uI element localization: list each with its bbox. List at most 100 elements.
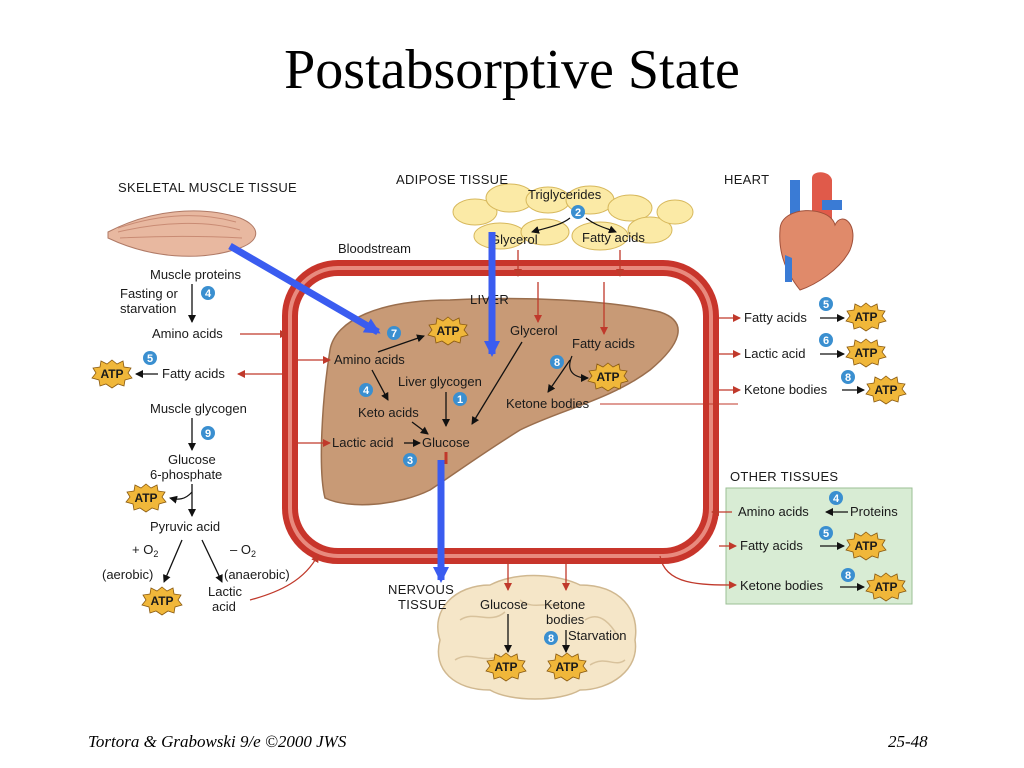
badge-5-muscle: 5 — [143, 351, 157, 365]
muscle-lactic-label-1: Lactic — [208, 584, 242, 599]
glucose6p-label-2: 6-phosphate — [150, 467, 222, 482]
aerobic-label: (aerobic) — [102, 567, 153, 582]
arrow-g6p-to-atp — [169, 491, 193, 504]
starvation-label: Starvation — [568, 628, 627, 643]
bloodstream-vessel-highlight — [288, 266, 713, 558]
muscle-proteins-label: Muscle proteins — [150, 267, 242, 282]
svg-text:4: 4 — [833, 493, 840, 505]
slide-title: Postabsorptive State — [284, 39, 740, 101]
adipose-fatty-acids-label: Fatty acids — [582, 230, 645, 245]
svg-text:1: 1 — [457, 394, 463, 406]
atp-liver-amino: ATP — [427, 316, 469, 346]
svg-text:8: 8 — [554, 357, 560, 369]
heart-header: HEART — [724, 172, 769, 187]
adipose-glycerol-label: Glycerol — [490, 232, 538, 247]
svg-text:ATP: ATP — [494, 660, 517, 674]
minus-o2-label: – O2 — [230, 542, 256, 559]
svg-text:5: 5 — [147, 353, 153, 365]
badge-8-other: 8 — [841, 568, 855, 582]
atp-liver-fatty: ATP — [587, 362, 629, 392]
liver-fatty-acids-label: Fatty acids — [572, 336, 635, 351]
atp-heart-ketone: ATP — [865, 375, 907, 405]
heart-fatty-acids-label: Fatty acids — [744, 310, 807, 325]
svg-text:ATP: ATP — [134, 491, 157, 505]
arrow-liver-amino-to-atp — [377, 334, 425, 353]
nervous-header-line1: NERVOUS — [388, 582, 454, 597]
other-fatty-acids-label: Fatty acids — [740, 538, 803, 553]
arrow-lactic-to-blood — [249, 554, 319, 601]
fasting-label-1: Fasting or — [120, 286, 178, 301]
other-ketone-bodies-label: Ketone bodies — [740, 578, 824, 593]
badge-1: 1 — [453, 392, 467, 406]
badge-2: 2 — [571, 205, 585, 219]
heart-illustration — [779, 172, 854, 291]
heart-lactic-acid-label: Lactic acid — [744, 346, 805, 361]
svg-text:ATP: ATP — [555, 660, 578, 674]
liver-glycogen-label: Liver glycogen — [398, 374, 482, 389]
svg-text:8: 8 — [548, 633, 554, 645]
arrow-amino-to-keto — [371, 369, 389, 401]
svg-text:9: 9 — [205, 428, 211, 440]
atp-other-ketone: ATP — [865, 572, 907, 602]
atp-other-fatty: ATP — [845, 531, 887, 561]
keto-acids-label: Keto acids — [358, 405, 419, 420]
svg-text:4: 4 — [205, 288, 212, 300]
svg-text:2: 2 — [575, 207, 581, 219]
muscle-glycogen-label: Muscle glycogen — [150, 401, 247, 416]
badge-8-heart: 8 — [841, 370, 855, 384]
pyruvic-acid-label: Pyruvic acid — [150, 519, 220, 534]
svg-text:ATP: ATP — [150, 594, 173, 608]
svg-text:ATP: ATP — [854, 539, 877, 553]
arrow-fatty-to-atp-liver — [569, 355, 589, 382]
svg-text:8: 8 — [845, 372, 851, 384]
nervous-ketone-label-1: Ketone — [544, 597, 585, 612]
svg-text:ATP: ATP — [874, 383, 897, 397]
muscle-fatty-acids-label: Fatty acids — [162, 366, 225, 381]
footer-slide-number: 25-48 — [888, 732, 928, 751]
liver-glycerol-label: Glycerol — [510, 323, 558, 338]
fasting-label-2: starvation — [120, 301, 176, 316]
badge-6-heart: 6 — [819, 333, 833, 347]
other-proteins-label: Proteins — [850, 504, 898, 519]
triglycerides-label: Triglycerides — [528, 187, 602, 202]
svg-text:5: 5 — [823, 528, 829, 540]
svg-text:ATP: ATP — [596, 370, 619, 384]
liver-amino-acids-label: Amino acids — [334, 352, 405, 367]
badge-7: 7 — [387, 326, 401, 340]
footer-citation: Tortora & Grabowski 9/e ©2000 JWS — [88, 732, 347, 751]
arrow-trig-to-glycerol — [531, 217, 571, 234]
svg-text:ATP: ATP — [874, 580, 897, 594]
anaerobic-label: (anaerobic) — [224, 567, 290, 582]
svg-text:3: 3 — [407, 455, 413, 467]
badge-9: 9 — [201, 426, 215, 440]
svg-text:8: 8 — [845, 570, 851, 582]
other-amino-acids-label: Amino acids — [738, 504, 809, 519]
brain-illustration — [437, 574, 637, 700]
heart-ketone-bodies-label: Ketone bodies — [744, 382, 828, 397]
svg-text:ATP: ATP — [100, 367, 123, 381]
svg-text:7: 7 — [391, 328, 397, 340]
liver-ketone-bodies-label: Ketone bodies — [506, 396, 590, 411]
arrow-glycerol-to-glucose — [471, 341, 523, 425]
svg-text:ATP: ATP — [854, 310, 877, 324]
atp-brain-ketone: ATP — [546, 652, 588, 682]
skeletal-muscle-header: SKELETAL MUSCLE TISSUE — [118, 180, 297, 195]
muscle-amino-acids-label: Amino acids — [152, 326, 223, 341]
atp-glycolysis: ATP — [125, 483, 167, 513]
badge-3: 3 — [403, 453, 417, 467]
liver-glucose-label: Glucose — [422, 435, 470, 450]
muscle-lactic-label-2: acid — [212, 599, 236, 614]
svg-text:4: 4 — [363, 385, 370, 397]
badge-8-nervous: 8 — [544, 631, 558, 645]
blue-arrow-muscle-to-liver — [228, 242, 381, 336]
atp-aerobic: ATP — [141, 586, 183, 616]
arrow-fatty-to-ketone — [547, 359, 571, 393]
atp-brain-glucose: ATP — [485, 652, 527, 682]
liver-lactic-acid-label: Lactic acid — [332, 435, 393, 450]
badge-8-liver: 8 — [550, 355, 564, 369]
arrow-pyruvic-anaerobic — [201, 539, 223, 583]
arrow-blood-to-other-ketone — [659, 555, 737, 589]
adipose-header: ADIPOSE TISSUE — [396, 172, 508, 187]
svg-text:6: 6 — [823, 335, 829, 347]
arrow-pyruvic-aerobic — [163, 539, 183, 583]
